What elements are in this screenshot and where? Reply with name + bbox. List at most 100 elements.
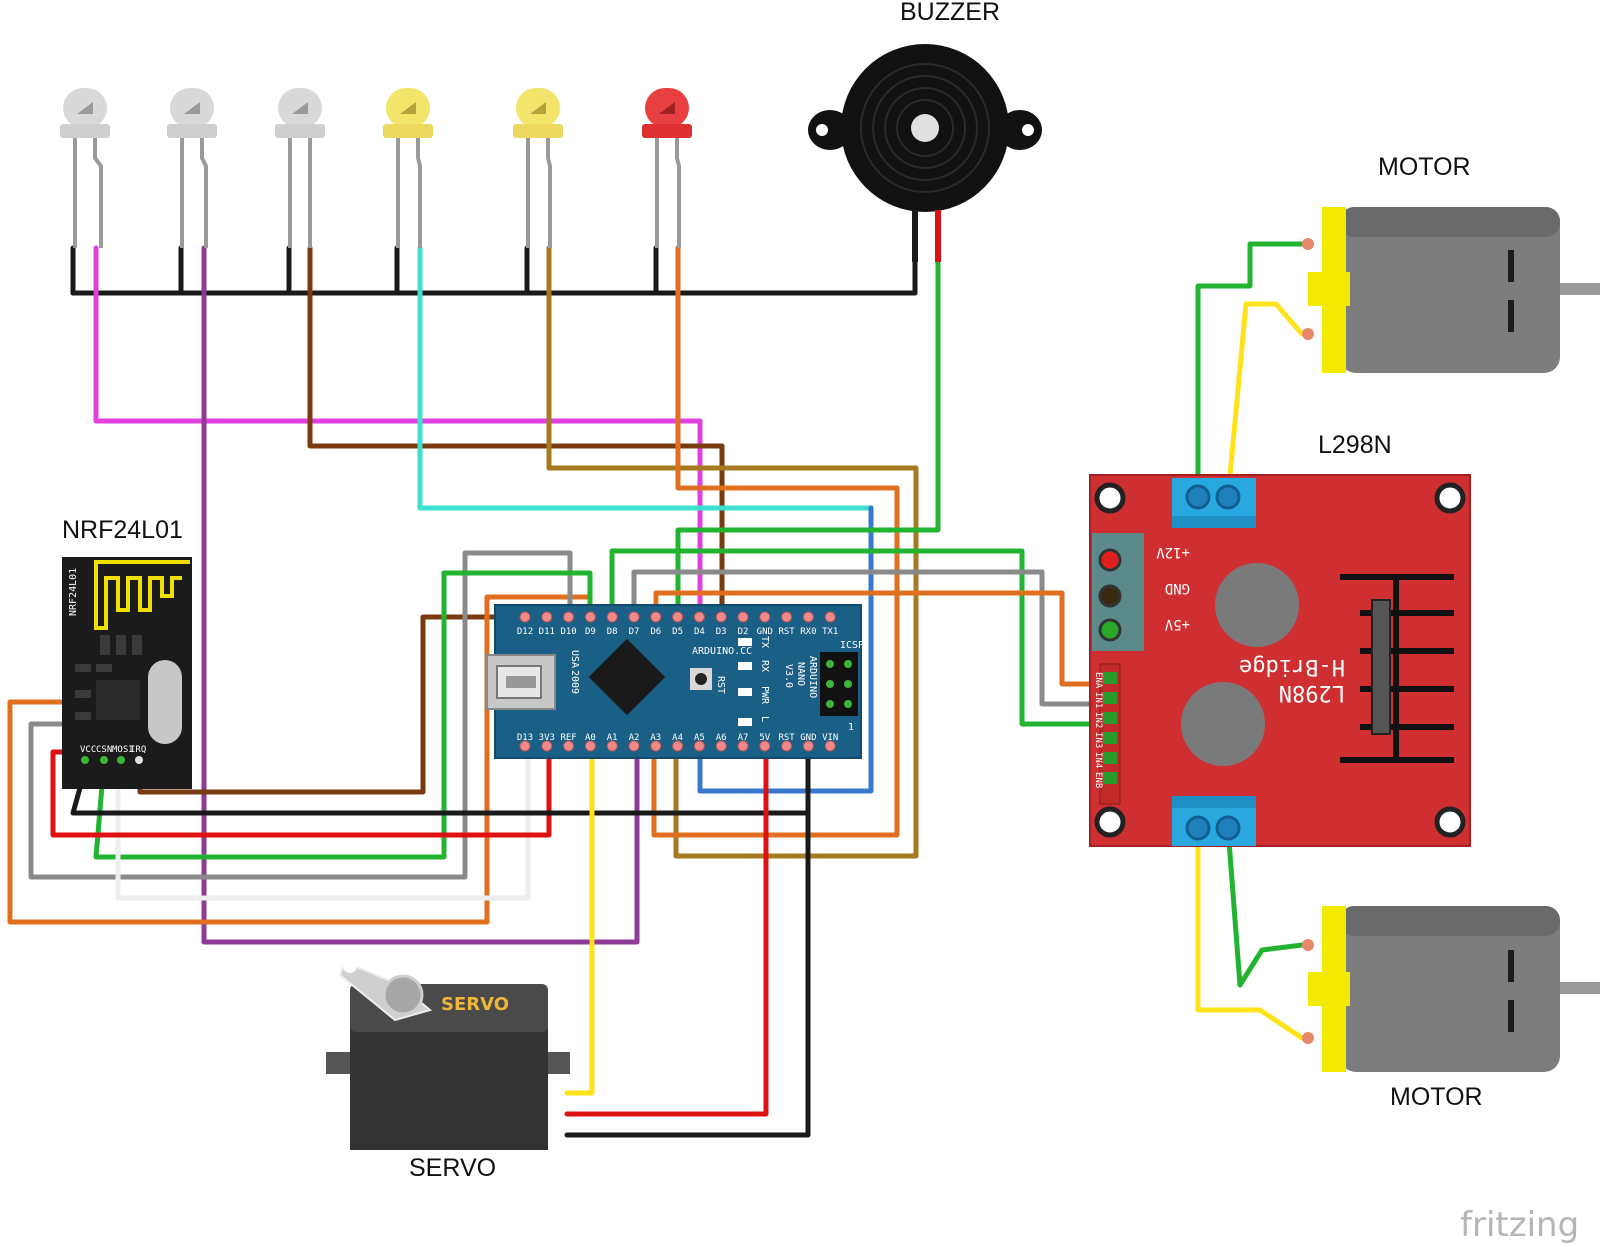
l298n-mount-hole-bl [1094, 806, 1126, 838]
nano-pin-label: RST [778, 627, 795, 637]
nano-pin-ref[interactable] [563, 740, 575, 752]
nano-pin-a0[interactable] [584, 740, 596, 752]
nrf-pin[interactable] [117, 756, 125, 764]
motor-terminal-1 [1302, 939, 1314, 951]
nano-mark-site: ARDUINO.CC [692, 646, 752, 657]
nrf24l01-module[interactable]: NRF24L01 NRF24L01 VCC CSN MOSI IRQ [62, 516, 192, 789]
led-red[interactable] [642, 88, 692, 248]
nrf-component [75, 712, 91, 720]
led-anvil-icon [77, 102, 93, 114]
nano-pin-rx0[interactable] [802, 611, 814, 623]
nano-pin-d2[interactable] [737, 611, 749, 623]
nano-pin-label: D6 [650, 627, 661, 637]
nano-pin-d9[interactable] [584, 611, 596, 623]
nano-pin-d3[interactable] [715, 611, 727, 623]
power-screw-12v [1098, 548, 1122, 572]
nano-pin-vin[interactable] [824, 740, 836, 752]
led-base [513, 124, 563, 138]
arduino-nano[interactable]: USA 2009 ARDUINO.CC ARDUINO NANO V3.0 IC… [486, 604, 864, 759]
nano-mark-pwr: PWR [759, 686, 770, 705]
nrf-pin[interactable] [100, 756, 108, 764]
nrf-pin-mosi: MOSI [112, 745, 134, 755]
wire-nano-l298n-gray [631, 569, 1108, 707]
motor-shaft [1555, 982, 1600, 994]
nano-pin-tx1[interactable] [824, 611, 836, 623]
motor-top-label: MOTOR [1378, 153, 1471, 181]
l298n-module[interactable]: L298N +12V GND +5V [1089, 431, 1471, 847]
nano-pin-label: RX0 [800, 627, 816, 637]
nano-pin-d11[interactable] [541, 611, 553, 623]
l298n-capacitor-2 [1181, 682, 1265, 766]
motor-can [1340, 207, 1560, 373]
motor-top[interactable]: MOTOR [1302, 153, 1600, 373]
nano-pin-a2[interactable] [628, 740, 640, 752]
nano-pin-gnd[interactable] [802, 740, 814, 752]
nano-pin-label: A7 [738, 733, 749, 743]
wire-servo-black [564, 810, 811, 1138]
l298n-mount-hole-tr [1434, 482, 1466, 514]
nano-pin-d12[interactable] [519, 611, 531, 623]
servo-body [350, 1026, 548, 1150]
wire-nano-l298n-green [609, 548, 1108, 727]
led-base [60, 124, 110, 138]
nano-pin-5v[interactable] [759, 740, 771, 752]
power-label-gnd: GND [1165, 580, 1190, 596]
nano-pin-d13[interactable] [519, 740, 531, 752]
wire-motor1-green [1195, 241, 1305, 500]
header-pin [1103, 772, 1117, 784]
power-label-12v: +12V [1156, 544, 1190, 560]
nano-pin-a6[interactable] [715, 740, 727, 752]
buzzer-hole-left [816, 124, 828, 136]
led-base [383, 124, 433, 138]
nano-pin-a4[interactable] [672, 740, 684, 752]
power-screw-5v [1098, 618, 1122, 642]
nano-pin-rst[interactable] [781, 740, 793, 752]
nano-pin-a5[interactable] [693, 740, 705, 752]
led-yellow-1[interactable] [383, 88, 433, 248]
nano-pin-d10[interactable] [563, 611, 575, 623]
header-pin [1103, 752, 1117, 764]
nano-pin-d6[interactable] [650, 611, 662, 623]
nrf-pin-vcc: VCC [80, 745, 96, 755]
nrf-pin[interactable] [135, 756, 143, 764]
buzzer-label: BUZZER [900, 0, 1000, 26]
led-white-2[interactable] [167, 88, 217, 248]
nano-pin-a1[interactable] [606, 740, 618, 752]
nano-pin-label: D7 [629, 627, 640, 637]
nano-pin-label: D10 [560, 627, 576, 637]
nano-pin-label: D5 [672, 627, 683, 637]
nano-pin-label: D3 [716, 627, 727, 637]
nano-pin-a7[interactable] [737, 740, 749, 752]
l298n-terminal-top-base [1172, 516, 1256, 528]
nano-pin-label: D2 [738, 627, 749, 637]
nano-pin-d4[interactable] [693, 611, 705, 623]
nano-pin-rst[interactable] [781, 611, 793, 623]
nano-pin-a3[interactable] [650, 740, 662, 752]
servo-label: SERVO [409, 1154, 496, 1182]
nrf-component [75, 664, 91, 672]
nano-pin-label: A3 [650, 733, 661, 743]
nano-pin-3v3[interactable] [541, 740, 553, 752]
nrf-pin[interactable] [81, 756, 89, 764]
servo[interactable]: SERVO SERVO [326, 959, 570, 1182]
nano-pin-label: D11 [539, 627, 555, 637]
l298n-heatsink-bar [1393, 574, 1399, 760]
header-pin [1103, 712, 1117, 724]
buzzer[interactable]: BUZZER [808, 0, 1042, 262]
nano-pin-d7[interactable] [628, 611, 640, 623]
nano-pin-label: 3V3 [539, 733, 555, 743]
nrf-component [75, 690, 91, 698]
motor-bottom[interactable]: MOTOR [1302, 906, 1600, 1111]
nano-pin-d5[interactable] [672, 611, 684, 623]
led-white-1[interactable] [60, 88, 110, 248]
nano-pin-d8[interactable] [606, 611, 618, 623]
nano-pin-gnd[interactable] [759, 611, 771, 623]
heatsink-fin [1360, 610, 1454, 616]
motor-slot-2 [1508, 1000, 1514, 1032]
l298n-label: L298N [1318, 431, 1392, 459]
buzzer-ring-4 [896, 99, 954, 157]
fritzing-watermark: fritzing [1460, 1205, 1579, 1245]
led-yellow-2[interactable] [513, 88, 563, 248]
led-white-3[interactable] [275, 88, 325, 248]
nano-pin-label: TX1 [822, 627, 838, 637]
